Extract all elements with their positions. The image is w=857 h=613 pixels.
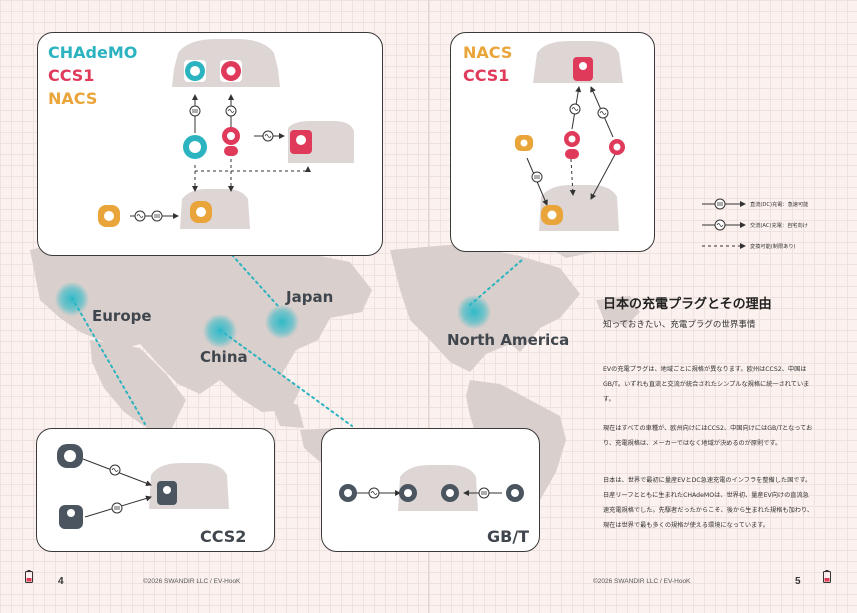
north-america-plugs-panel: NACS CCS1 [450,32,655,252]
china-marker [203,314,237,348]
ccs2-label: CCS2 [200,527,247,546]
article-paragraph-3: 日本は、世界で最初に量産EVとDC急速充電のインフラを整備した国です。日産リーフ… [603,477,814,529]
ccs1-label: CCS1 [48,66,95,85]
ac-symbol-icon [702,219,746,231]
article-paragraph-2: 現在はすべての車種が、欧州向けにはCCS2、中国向けにはGB/Tとなっており、充… [603,425,813,447]
page-number-left: 4 [58,576,64,587]
gbt-label: GB/T [487,527,530,546]
na-ccs1-label: CCS1 [463,66,510,85]
legend-dc-label: 直流(DC)充電：急速可能 [750,202,809,208]
dashed-arrow-icon [702,243,746,249]
dc-symbol-icon [702,198,746,210]
japan-plug-diagram [98,39,354,229]
legend-convertible: 変換可能(制限あり) [700,239,830,253]
japan-plugs-panel: CHAdeMO CCS1 NACS [37,32,383,256]
chademo-label: CHAdeMO [48,43,138,62]
na-nacs-label: NACS [463,43,513,62]
region-label-japan: Japan [286,288,334,306]
nacs-label: NACS [48,89,98,108]
legend-dc: 直流(DC)充電：急速可能 [700,197,830,211]
europe-marker [55,282,89,316]
north-america-plug-diagram [515,41,625,231]
region-label-north-america: North America [447,331,570,349]
china-plugs-panel: GB/T [321,428,540,552]
legend-ac: 交流(AC)充電：自宅向け [700,218,830,232]
battery-icon-left [25,570,33,583]
article-paragraph-1: EVの充電プラグは、地域ごとに規格が異なります。欧州はCCS2、中国はGB/T。… [603,366,810,403]
region-label-europe: Europe [92,307,152,325]
battery-icon-right [823,570,831,583]
north-america-marker [457,295,491,329]
legend-ac-label: 交流(AC)充電：自宅向け [750,223,808,229]
legend-convertible-label: 変換可能(制限あり) [750,244,796,250]
copyright-right: ©2026 SWANDIR LLC / EV-HooK [593,578,691,585]
china-plug-diagram [339,465,524,511]
region-label-china: China [200,348,248,366]
article-title: 日本の充電プラグとその理由 [603,297,772,312]
copyright-left: ©2026 SWANDIR LLC / EV-HooK [143,578,241,585]
japan-marker [265,305,299,339]
page-number-right: 5 [795,576,801,587]
europe-plug-diagram [57,444,229,529]
article-subtitle: 知っておきたい、充電プラグの世界事情 [603,320,756,330]
europe-plugs-panel: CCS2 [36,428,275,552]
